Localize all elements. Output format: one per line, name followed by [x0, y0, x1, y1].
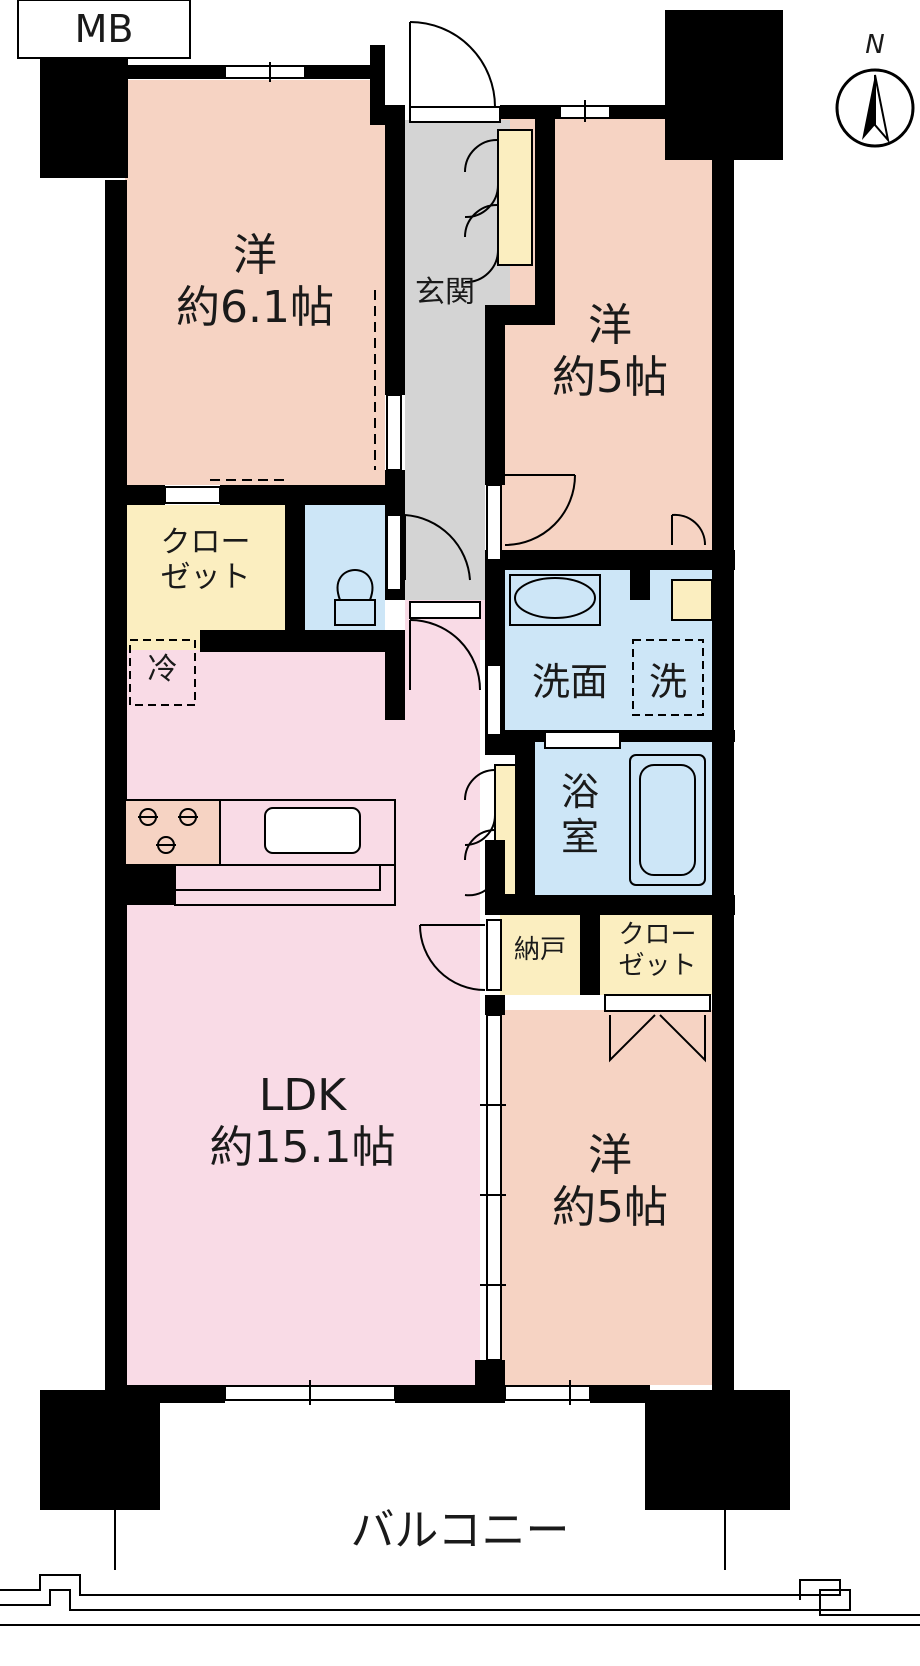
- room-se-size: 約5帖: [552, 1181, 668, 1233]
- windows: [164, 62, 711, 1405]
- ldk-floor: [125, 630, 480, 1385]
- toilet-icon: [334, 599, 376, 626]
- room-western-nw-floor: [125, 80, 385, 485]
- fixtures: [124, 569, 706, 906]
- walls: [40, 10, 790, 1510]
- fridge-label: 冷: [147, 652, 178, 687]
- storage-label: 納戸: [513, 935, 566, 965]
- closet-1-label: クロー ゼット: [160, 525, 251, 596]
- washroom-label: 洗面: [531, 660, 608, 704]
- balcony: [0, 1510, 920, 1626]
- entrance-floor: [405, 120, 510, 320]
- north-compass-icon: [835, 68, 915, 148]
- room-nw-name: 洋: [233, 230, 277, 281]
- storage-floor: [500, 915, 580, 995]
- room-ne-size: 約5帖: [552, 351, 668, 403]
- ldk-label: LDK 約15.1帖: [125, 1070, 480, 1174]
- shoe-cabinet-1: [497, 129, 533, 266]
- kitchen-sink: [264, 807, 361, 854]
- entrance-label: 玄関: [415, 275, 475, 310]
- room-se-label: 洋 約5帖: [505, 1130, 715, 1234]
- room-nw-label: 洋 約6.1帖: [125, 230, 385, 334]
- ldk-size: 約15.1帖: [209, 1121, 396, 1173]
- room-ne-label: 洋 約5帖: [505, 300, 715, 404]
- fridge-space: [129, 639, 196, 706]
- bath-label: 浴 室: [560, 770, 599, 859]
- ne-closet-small: [671, 579, 713, 621]
- corridor-floor: [405, 320, 485, 600]
- closet-2-floor: [600, 915, 715, 995]
- room-nw-size: 約6.1帖: [176, 281, 334, 333]
- mb-label: MB: [74, 7, 134, 51]
- north-label: N: [865, 30, 885, 60]
- washer-label: 洗: [648, 660, 687, 704]
- washer-area: [632, 639, 704, 716]
- room-ne-name: 洋: [588, 300, 632, 351]
- room-western-se-floor: [500, 1010, 715, 1385]
- closet-2-label: クロー ゼット: [618, 920, 697, 981]
- ldk-name: LDK: [258, 1070, 347, 1121]
- doors: [210, 21, 707, 1063]
- closet-1-floor: [125, 505, 285, 650]
- mb-box: [17, 0, 191, 59]
- room-se-name: 洋: [588, 1130, 632, 1181]
- balcony-label: バルコニー: [350, 1505, 570, 1556]
